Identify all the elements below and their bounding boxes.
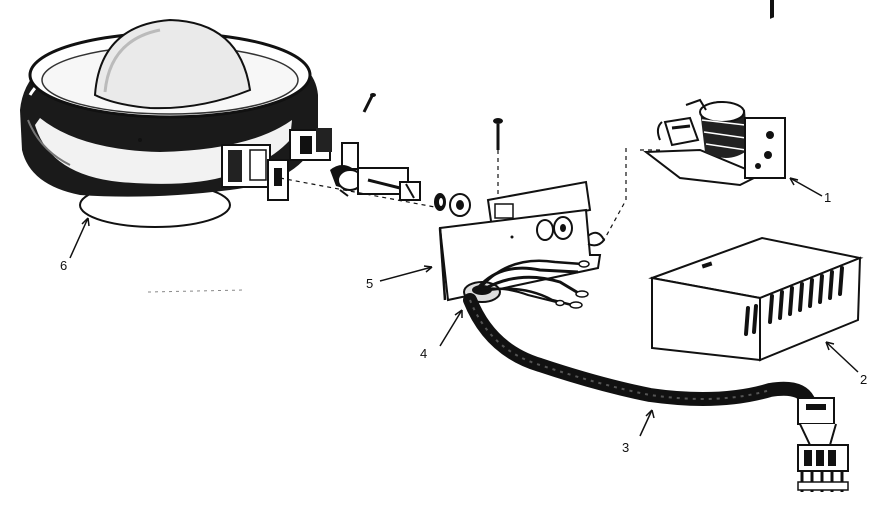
callout-1: 1 [824,190,831,205]
wire-leads [475,259,590,309]
leader-lines [69,177,859,437]
callout-6: 6 [60,258,67,273]
bracket-screw [493,118,503,205]
callout-3: 3 [622,440,629,455]
lamp-housing [20,18,332,228]
washer-set [434,193,471,217]
callout-2: 2 [860,372,867,387]
mounting-bracket [438,180,606,302]
screw [362,93,376,113]
relay-switch [603,98,786,241]
callout-4: 4 [420,346,427,361]
callout-5: 5 [366,276,373,291]
socket-assembly [279,142,441,209]
power-cord-harness [463,293,849,492]
cover-box [648,0,864,362]
